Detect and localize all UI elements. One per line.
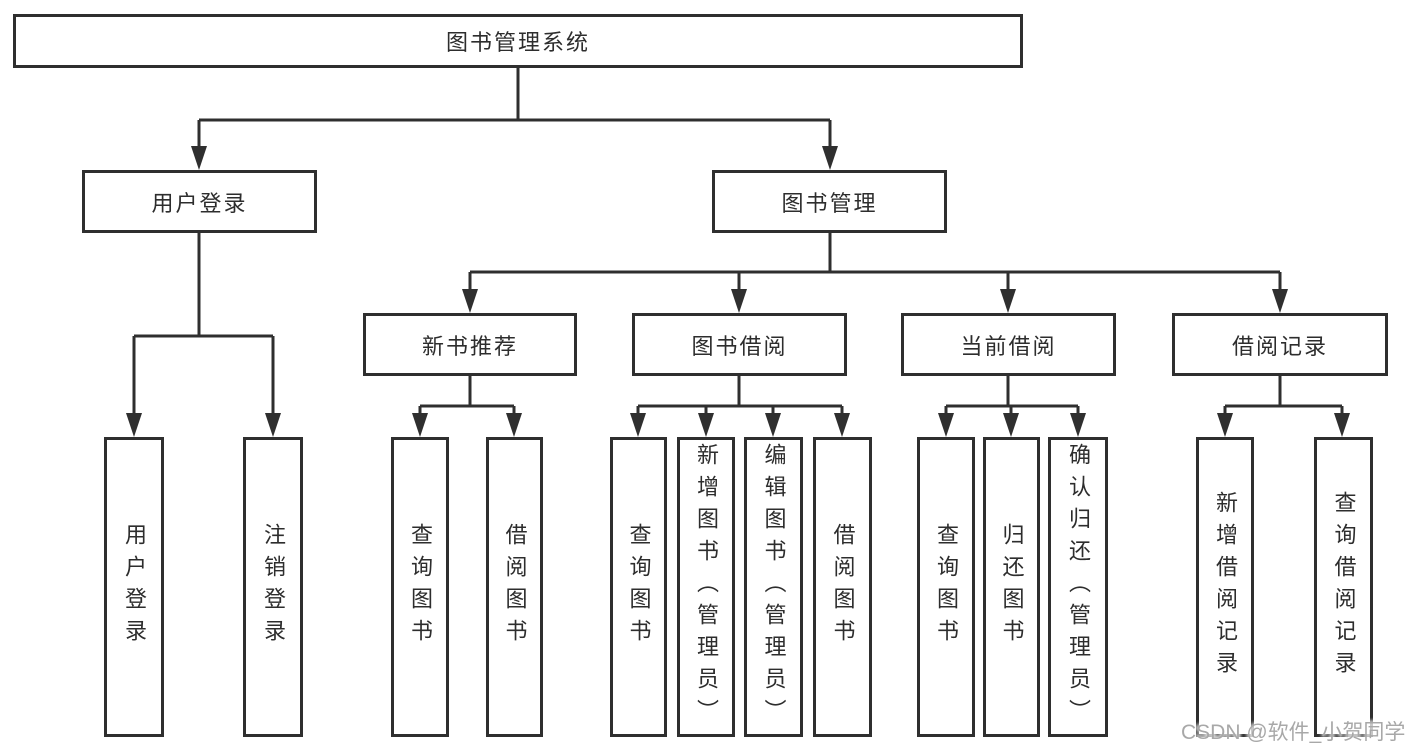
node-library-management-system: 图书管理系统 [13,14,1023,68]
node-label: 查询图书 [934,523,959,651]
leaf-bb-add-books-admin: 新增图书（管理员） [677,437,735,737]
node-label: 借阅图书 [830,523,856,651]
node-label: 图书管理 [781,190,878,216]
node-label: 用户登录 [122,523,147,651]
node-label: 图书管理系统 [445,30,590,55]
node-label: 查询图书 [626,523,652,651]
leaf-bb-query-books: 查询图书 [610,437,667,737]
leaf-cb-confirm-return-admin: 确认归还（管理员） [1048,437,1108,737]
node-new-book-recommendation: 新书推荐 [363,313,577,376]
node-label: 借阅图书 [502,523,528,651]
leaf-nbr-borrow-books: 借阅图书 [486,437,543,737]
node-label: 新增借阅记录 [1213,491,1238,683]
node-user-login: 用户登录 [82,170,317,233]
node-book-management: 图书管理 [712,170,947,233]
node-label: 图书借阅 [691,333,788,359]
leaf-user-login: 用户登录 [104,437,164,737]
node-label: 确认归还（管理员） [1066,443,1091,731]
node-label: 新增图书（管理员） [694,443,719,731]
node-label: 查询图书 [408,523,433,651]
leaf-br-query-record: 查询借阅记录 [1314,437,1373,737]
leaf-nbr-query-books: 查询图书 [391,437,449,737]
node-label: 注销登录 [261,523,286,651]
leaf-bb-edit-books-admin: 编辑图书（管理员） [744,437,803,737]
node-book-borrowing: 图书借阅 [632,313,847,376]
leaf-bb-borrow-books: 借阅图书 [813,437,872,737]
leaf-br-add-record: 新增借阅记录 [1196,437,1254,737]
node-label: 当前借阅 [960,333,1057,359]
leaf-cb-return-books: 归还图书 [983,437,1040,737]
node-label: 归还图书 [999,523,1025,651]
node-borrowing-records: 借阅记录 [1172,313,1388,376]
leaf-logout: 注销登录 [243,437,303,737]
node-label: 新书推荐 [421,333,518,359]
node-label: 查询借阅记录 [1331,491,1357,683]
csdn-watermark: CSDN @软件_小贺同学 [1181,721,1405,744]
leaf-cb-query-books: 查询图书 [917,437,975,737]
node-label: 用户登录 [151,190,248,216]
node-label: 编辑图书（管理员） [761,443,787,731]
node-label: 借阅记录 [1231,333,1328,359]
node-current-borrowing: 当前借阅 [901,313,1116,376]
